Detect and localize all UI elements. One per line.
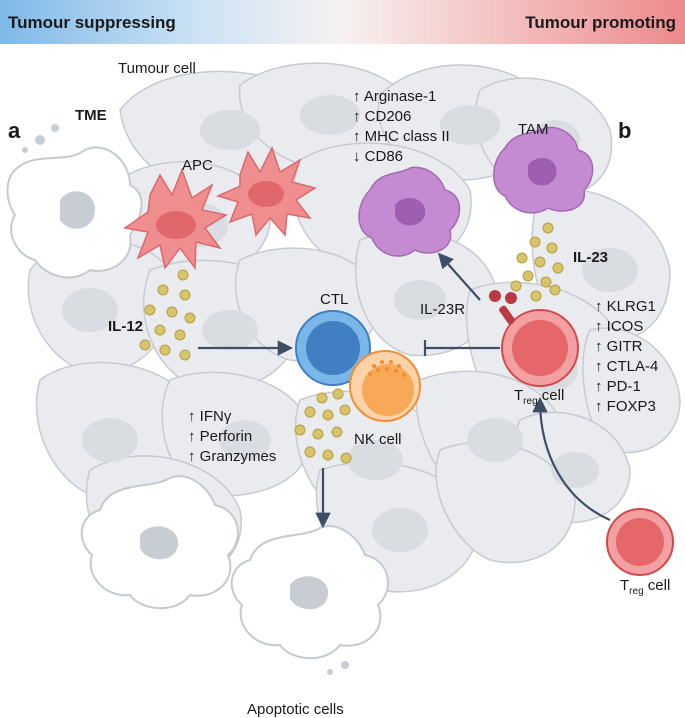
panel-b-letter: b: [618, 118, 631, 143]
tam-change-2: ↑ CD206: [353, 108, 411, 125]
il23-label: IL-23: [573, 249, 608, 266]
treg-label-main: Treg cell: [514, 387, 564, 407]
header-band: [0, 0, 685, 44]
ctl-cell: [295, 310, 371, 386]
tam-change-1: ↑ Arginase-1: [353, 88, 436, 105]
apc-cell-2: [215, 146, 317, 237]
treg-cell-main: [501, 309, 579, 387]
il12-dots: [139, 269, 196, 361]
effect-2: ↑ Perforin: [188, 428, 252, 445]
nk-label: NK cell: [354, 431, 402, 448]
ctl-label: CTL: [320, 291, 348, 308]
tumour-cell-label: Tumour cell: [118, 60, 196, 77]
tam-cell-1: [358, 166, 461, 257]
treg-marker-4: ↑ CTLA-4: [595, 358, 658, 375]
treg-marker-5: ↑ PD-1: [595, 378, 641, 395]
apoptotic-cell-1: [80, 475, 239, 610]
treg-recruitment-arrow: [532, 396, 611, 522]
header-left-label: Tumour suppressing: [8, 13, 176, 32]
apc-cell-1: [123, 167, 228, 271]
apoptotic-label: Apoptotic cells: [247, 701, 344, 718]
il23-dots: [510, 222, 564, 302]
treg-label-incoming: Treg cell: [620, 577, 670, 597]
tam-change-3: ↑ MHC class II: [353, 128, 450, 145]
effect-3: ↑ Granzymes: [188, 448, 276, 465]
panel-a-letter: a: [8, 118, 21, 143]
treg-cell-incoming: [606, 508, 674, 576]
il23r-receptor: [489, 290, 517, 325]
tam-label: TAM: [518, 121, 549, 138]
tam-cell-2: [493, 126, 594, 214]
treg-markers-list: ↑ KLRG1 ↑ ICOS ↑ GITR ↑ CTLA-4 ↑ PD-1 ↑ …: [595, 298, 658, 415]
nk-cell: [349, 350, 421, 422]
tme-label: TME: [75, 107, 107, 124]
il12-label: IL-12: [108, 318, 143, 335]
arrows: [198, 252, 611, 529]
apoptotic-cell-2: [230, 525, 389, 675]
grey-cell-left: [6, 124, 143, 279]
tam-changes-list: ↑ Arginase-1 ↑ CD206 ↑ MHC class II ↓ CD…: [353, 88, 450, 165]
cytotoxic-dots: [294, 388, 352, 464]
effect-1: ↑ IFNγ: [188, 408, 232, 425]
il23r-label: IL-23R: [420, 301, 465, 318]
header-right-label: Tumour promoting: [525, 13, 676, 32]
treg-marker-3: ↑ GITR: [595, 338, 643, 355]
treg-to-tam-arrow: [437, 252, 481, 301]
treg-inhibits-ctl: [423, 340, 500, 356]
treg-marker-6: ↑ FOXP3: [595, 398, 656, 415]
tam-change-4: ↓ CD86: [353, 148, 403, 165]
treg-marker-2: ↑ ICOS: [595, 318, 643, 335]
apc-label: APC: [182, 157, 213, 174]
treg-marker-1: ↑ KLRG1: [595, 298, 656, 315]
effects-list: ↑ IFNγ ↑ Perforin ↑ Granzymes: [188, 408, 276, 465]
